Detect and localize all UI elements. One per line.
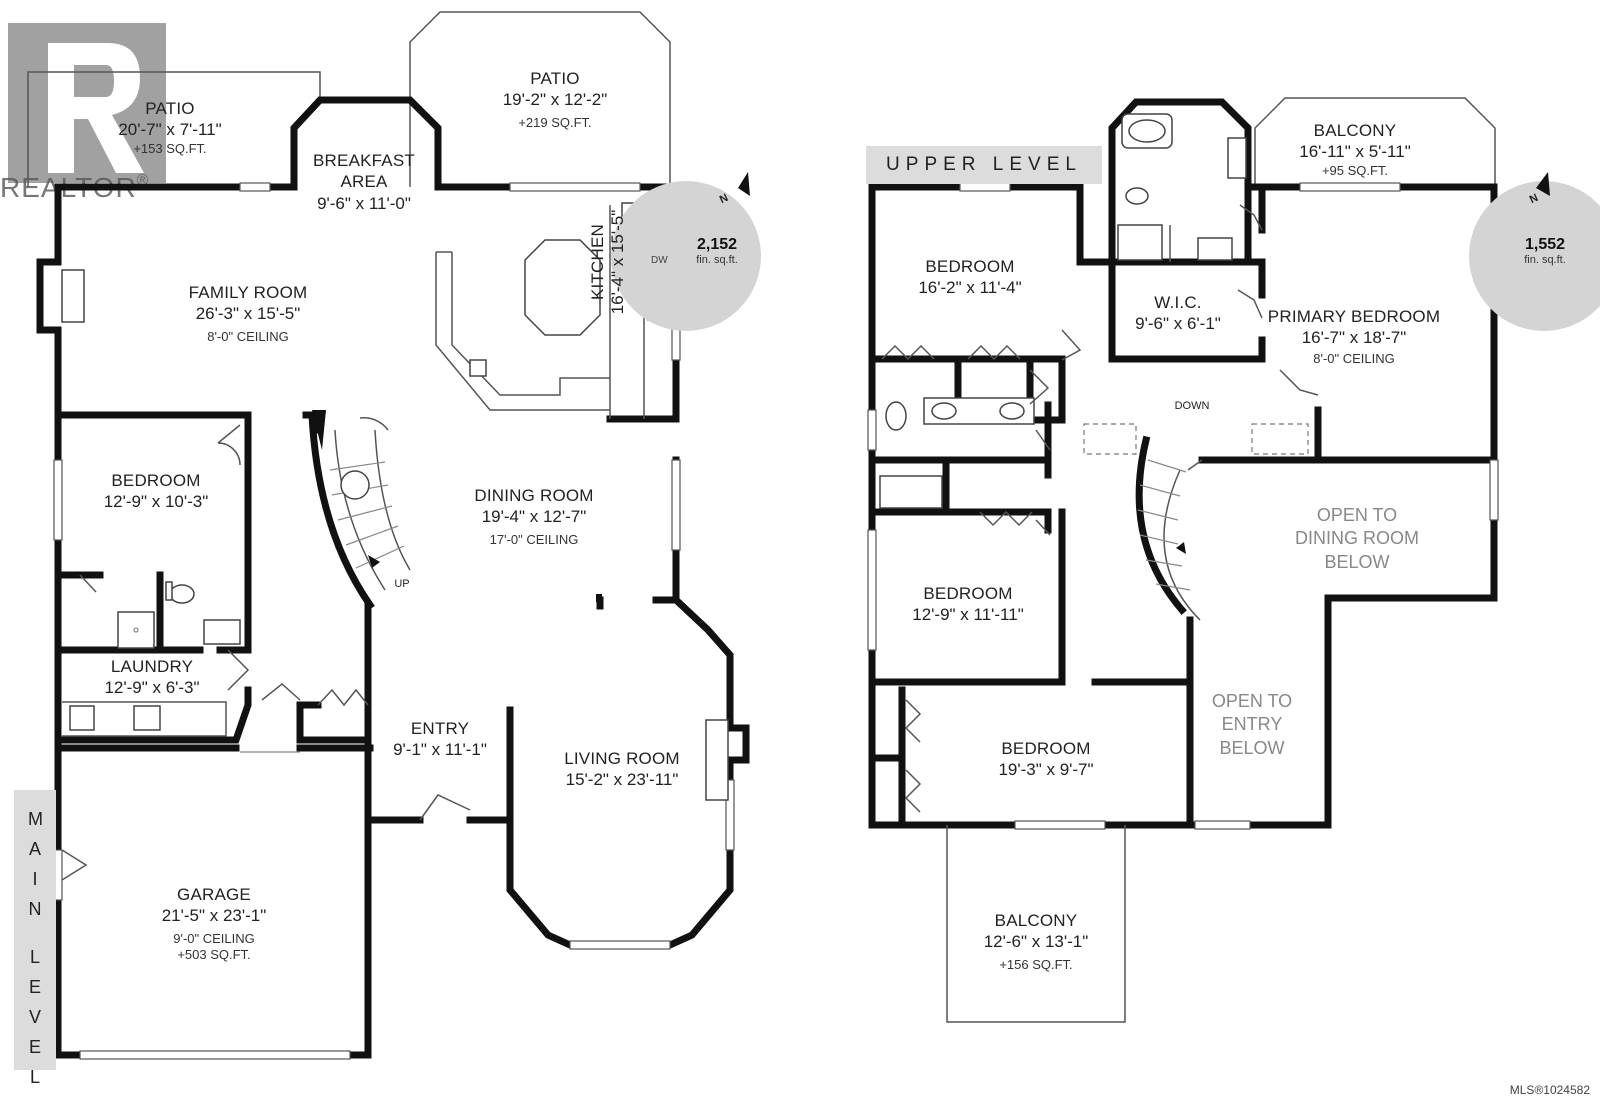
upper-level-title: UPPER LEVEL bbox=[886, 154, 1082, 175]
main-level-title-letter: E bbox=[28, 977, 41, 997]
room-family-room: FAMILY ROOM 26'-3" x 15'-5" 8'-0" CEILIN… bbox=[188, 283, 308, 344]
stair-down-label: DOWN bbox=[1174, 400, 1210, 412]
dishwasher-label: DW bbox=[651, 255, 668, 266]
room-garage: GARAGE 21'-5" x 23'-1" 9'-0" CEILING +50… bbox=[161, 885, 267, 962]
compass-north-icon-upper bbox=[1536, 172, 1550, 196]
open-to-dining-note: OPEN TO DINING ROOM BELOW bbox=[1295, 505, 1419, 572]
mls-number: MLS®1024582 bbox=[1509, 1083, 1590, 1097]
upper-level-walls bbox=[868, 97, 1498, 829]
compass-disc bbox=[611, 181, 761, 331]
room-laundry: LAUNDRY 12'-9" x 6'-3" bbox=[104, 657, 200, 698]
room-dining-room: DINING ROOM 19'-4" x 12'-7" 17'-0" CEILI… bbox=[474, 486, 594, 547]
room-wic: W.I.C. 9'-6" x 6'-1" bbox=[1135, 293, 1221, 334]
room-living-room: LIVING ROOM 15'-2" x 23'-11" bbox=[564, 749, 680, 790]
main-level-title-letter: E bbox=[28, 1037, 41, 1057]
main-level-title-letter: M bbox=[28, 809, 43, 829]
main-level-title-letter: I bbox=[32, 869, 38, 889]
main-level-title-letter: L bbox=[29, 1067, 40, 1087]
open-to-entry-note: OPEN TO ENTRY BELOW bbox=[1211, 691, 1293, 758]
main-level-title-letter: N bbox=[28, 899, 42, 919]
realtor-r-icon bbox=[8, 23, 166, 183]
room-bedroom-main: BEDROOM 12'-9" x 10'-3" bbox=[103, 471, 209, 512]
main-level-title-letter: L bbox=[29, 947, 40, 967]
room-primary-bedroom: PRIMARY BEDROOM 16'-7" x 18'-7" 8'-0" CE… bbox=[1267, 307, 1441, 366]
compass-north-icon bbox=[738, 172, 750, 196]
room-bedroom-upper-a: BEDROOM 16'-2" x 11'-4" bbox=[918, 257, 1022, 298]
room-bedroom-upper-c: BEDROOM 19'-3" x 9'-7" bbox=[998, 739, 1094, 780]
room-patio-top: PATIO 19'-2" x 12'-2" +219 SQ.FT. bbox=[502, 69, 608, 130]
main-level-area: 2,152 fin. sq.ft. bbox=[696, 236, 738, 266]
room-kitchen: KITCHEN 16'-4" x 15'-5" bbox=[588, 209, 628, 315]
main-level-title-letter bbox=[28, 924, 42, 942]
room-balcony-bottom: BALCONY 12'-6" x 13'-1" +156 SQ.FT. bbox=[983, 911, 1089, 972]
room-breakfast-area: BREAKFAST AREA 9'-6" x 11'-0" bbox=[313, 151, 415, 213]
room-entry: ENTRY 9'-1" x 11'-1" bbox=[393, 719, 487, 760]
room-patio-left: PATIO 20'-7" x 7'-11" +153 SQ.FT. bbox=[118, 99, 222, 156]
compass-disc-upper bbox=[1469, 181, 1600, 331]
stair-up-label: UP bbox=[394, 578, 410, 590]
upper-level-area: 1,552 fin. sq.ft. bbox=[1524, 236, 1566, 266]
upper-level-details bbox=[867, 113, 1499, 1023]
upper-level-area-badge bbox=[1469, 172, 1600, 331]
upper-level-band: UPPER LEVEL bbox=[866, 146, 1102, 184]
main-level-area-badge bbox=[611, 172, 761, 331]
main-level-title-letter: V bbox=[28, 1007, 41, 1027]
main-level-title-letter: A bbox=[28, 839, 41, 859]
room-balcony-top: BALCONY 16'-11" x 5'-11" +95 SQ.FT. bbox=[1299, 121, 1411, 178]
room-bedroom-upper-b: BEDROOM 12'-9" x 11'-11" bbox=[912, 584, 1024, 625]
